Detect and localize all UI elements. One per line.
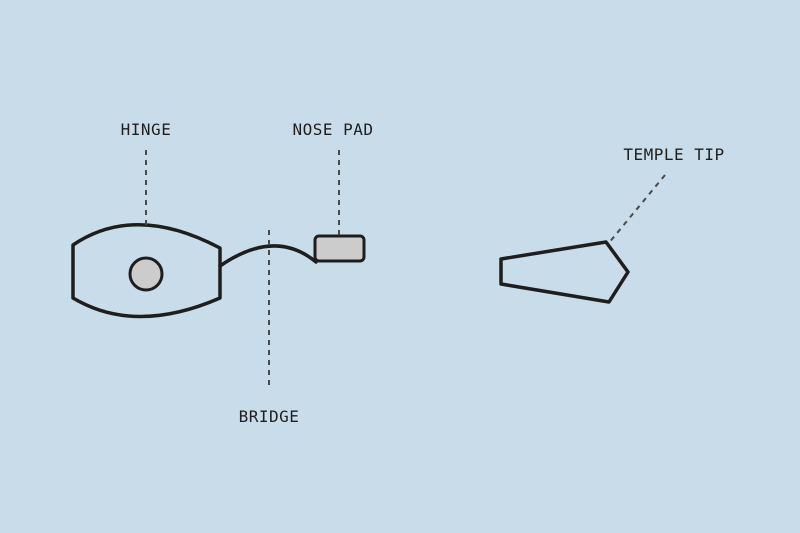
temple-tip-leader-line bbox=[607, 174, 666, 245]
hinge-part bbox=[71, 223, 222, 319]
bridge-label: BRIDGE bbox=[239, 407, 300, 426]
nose-pad-label: NOSE PAD bbox=[292, 120, 373, 139]
hinge-pin bbox=[128, 256, 164, 292]
hinge-body bbox=[71, 223, 222, 319]
bridge-part bbox=[218, 244, 318, 268]
temple-tip-label: TEMPLE TIP bbox=[623, 145, 724, 164]
temple-tip-part bbox=[499, 240, 630, 304]
nose-pad-part bbox=[313, 234, 366, 263]
hinge-label: HINGE bbox=[121, 120, 172, 139]
